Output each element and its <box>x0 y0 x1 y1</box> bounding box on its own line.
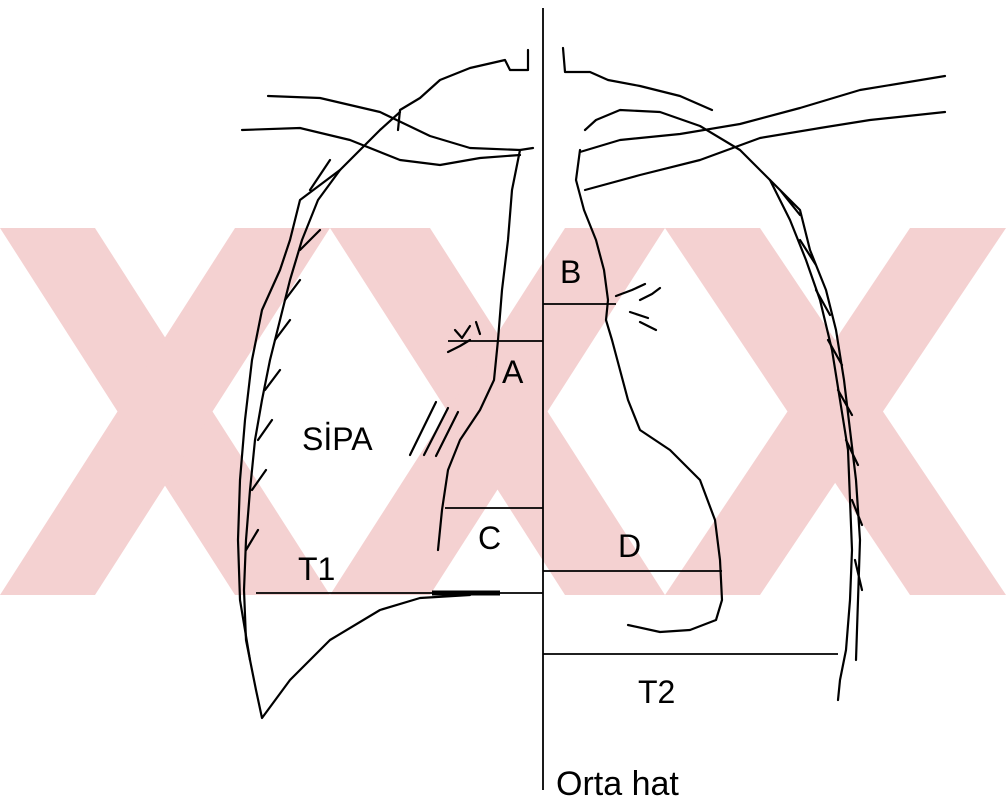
trachea-right <box>563 48 712 110</box>
label-b: B <box>560 254 581 290</box>
label-a: A <box>502 354 524 390</box>
label-midline: Orta hat <box>556 765 679 803</box>
label-t1: T1 <box>298 551 335 587</box>
label-t2: T2 <box>638 674 675 710</box>
trachea-left <box>398 50 528 130</box>
right-clavicle <box>242 96 533 165</box>
label-d: D <box>618 528 641 564</box>
label-sipa: SİPA <box>302 421 373 457</box>
label-c: C <box>478 520 501 556</box>
